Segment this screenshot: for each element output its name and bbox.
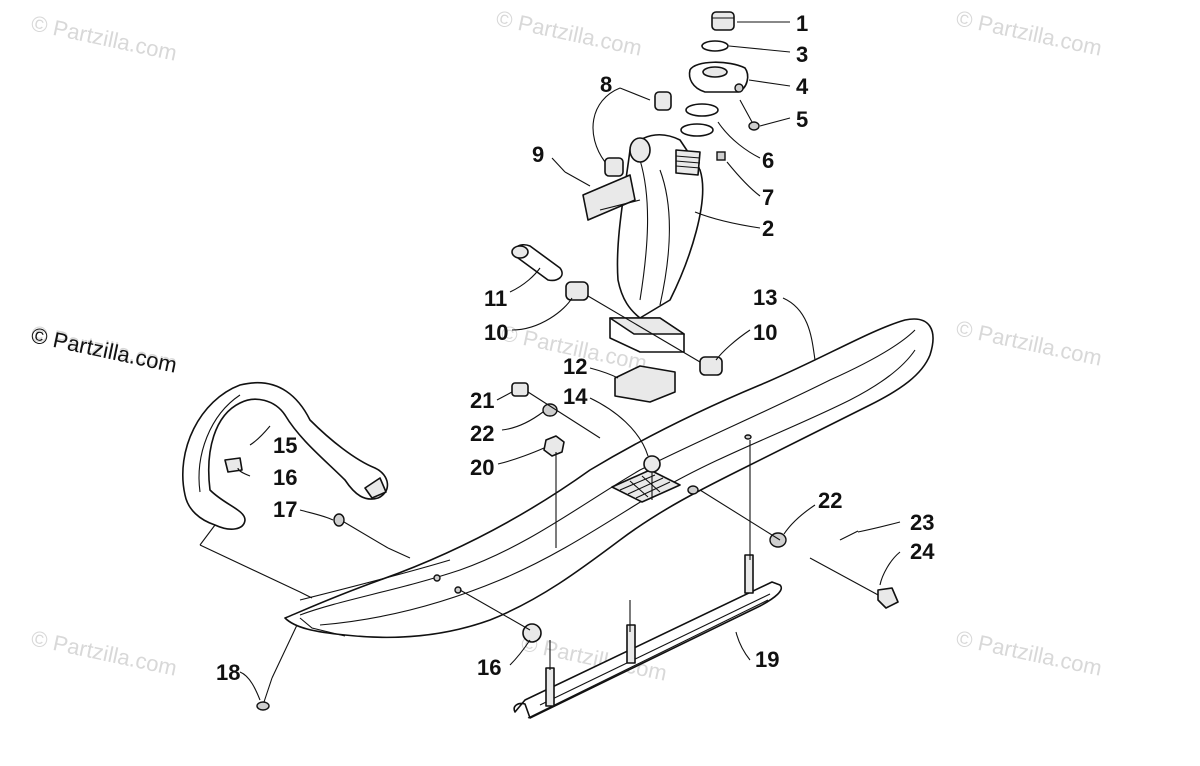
bushing-part	[565, 281, 589, 301]
callout-label: 6	[762, 148, 774, 173]
washer-part	[680, 123, 714, 137]
callout-label: 10	[484, 320, 508, 345]
watermark: © Partzilla.com	[29, 10, 179, 65]
callout-label: 1	[796, 11, 808, 36]
plug-part	[522, 623, 542, 643]
callout-label: 20	[470, 455, 494, 480]
callout-label: 15	[273, 433, 297, 458]
callout-label: 21	[470, 388, 494, 413]
bolt-part	[809, 557, 899, 609]
spacer-part	[643, 455, 661, 473]
callout-label: 23	[910, 510, 934, 535]
watermark: © Partzilla.com	[954, 315, 1104, 370]
watermark-layer: © Partzilla.com © Partzilla.com © Partzi…	[29, 5, 1104, 685]
callout-label: 4	[796, 74, 809, 99]
callout-label: 22	[818, 488, 842, 513]
callout-label: 24	[910, 539, 935, 564]
callout-label: 12	[563, 354, 587, 379]
callout-label: 2	[762, 216, 774, 241]
rubber-block-part	[614, 365, 676, 403]
watermark: © Partzilla.com	[494, 5, 644, 60]
bolt-part	[739, 99, 760, 131]
grease-fitting-part	[716, 151, 726, 161]
brand-label: © Partzilla.com	[29, 322, 179, 377]
screw-part	[564, 171, 636, 221]
callout-label: 9	[532, 142, 544, 167]
bolt-part	[256, 677, 273, 711]
bushing-part	[699, 356, 723, 376]
bushing-part	[604, 157, 624, 177]
watermark: © Partzilla.com	[29, 625, 179, 680]
axle-shaft-part	[511, 243, 563, 282]
washer-part	[685, 103, 719, 117]
cap-part	[711, 11, 735, 31]
watermark: © Partzilla.com	[954, 625, 1104, 680]
callout-label: 17	[273, 497, 297, 522]
callout-label: 13	[753, 285, 777, 310]
leader-lines	[199, 21, 901, 701]
ski-handle	[181, 382, 389, 530]
lock-nut-part	[543, 435, 565, 457]
bolt-part	[333, 513, 389, 549]
nut-part	[511, 382, 529, 397]
callout-label: 8	[600, 72, 612, 97]
callout-label: 14	[563, 384, 588, 409]
spindle	[609, 134, 704, 353]
bushing-part	[654, 91, 672, 111]
snap-ring-part	[701, 40, 729, 52]
callout-labels: 1 3 4 5 8 6 9 7 2 11 13 10 10 12 21 14 2…	[216, 11, 935, 685]
callout-label: 7	[762, 185, 774, 210]
callout-label: 10	[753, 320, 777, 345]
callout-label: 16	[273, 465, 297, 490]
callout-label: 19	[755, 647, 779, 672]
callout-label: 3	[796, 42, 808, 67]
callout-label: 5	[796, 107, 808, 132]
callout-label: 18	[216, 660, 240, 685]
ski-body	[284, 318, 934, 639]
wear-bar	[513, 554, 782, 719]
callout-label: 11	[484, 286, 507, 311]
callout-label: 22	[470, 421, 494, 446]
cotter-pin-part	[839, 530, 859, 541]
clamp-part	[688, 61, 749, 93]
callout-label: 16	[477, 655, 501, 680]
watermark: © Partzilla.com	[954, 5, 1104, 60]
